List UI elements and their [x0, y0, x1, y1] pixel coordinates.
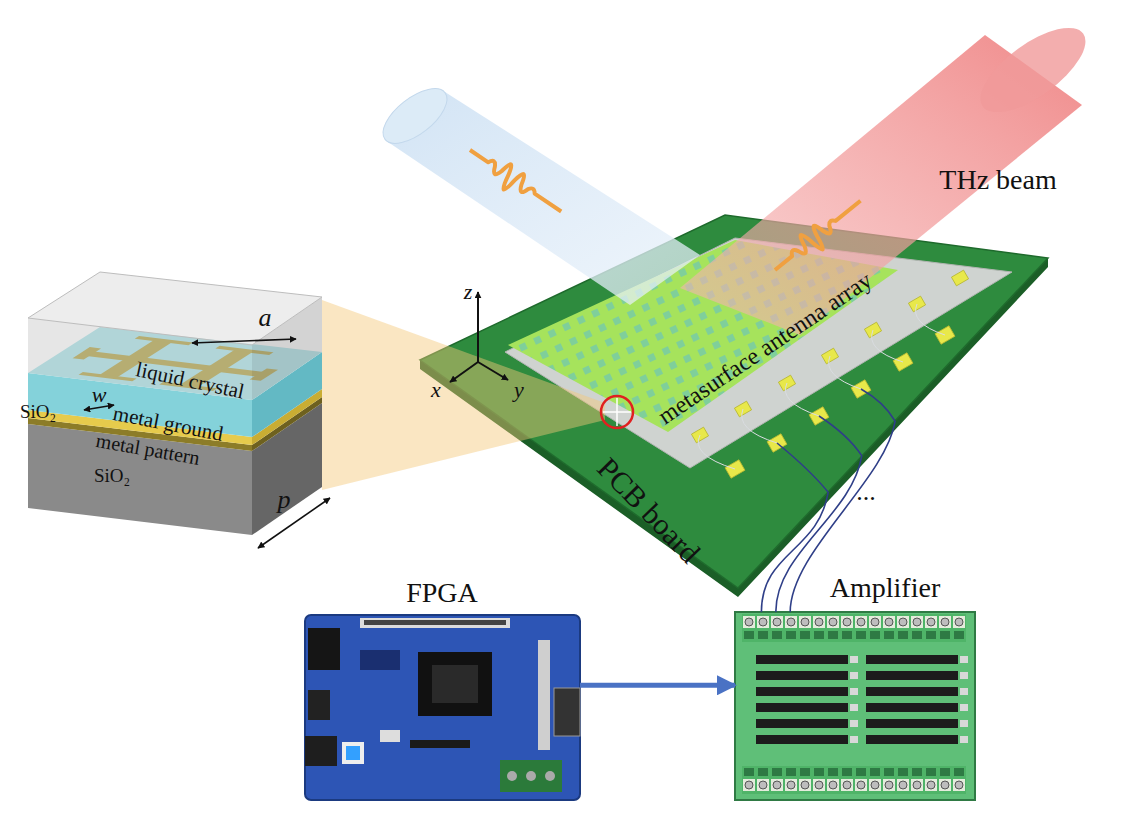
- bond-wire: [698, 435, 735, 469]
- bond-wire: [872, 330, 903, 362]
- amplifier-board: Amplifier: [735, 612, 975, 800]
- metasurface-array: metasurface antenna array: [500, 240, 920, 460]
- axes: [450, 292, 508, 382]
- dimension-label: a: [259, 304, 272, 333]
- cover-top: [28, 272, 322, 345]
- screw: [507, 771, 517, 781]
- pulse-wave: [462, 141, 567, 223]
- ellipsis-mark: ...: [856, 478, 876, 507]
- connector: [308, 690, 330, 720]
- serial-port: [554, 688, 580, 736]
- component: [360, 650, 400, 670]
- beam-label: THz beam: [939, 165, 1056, 196]
- signal-wire: [761, 492, 828, 612]
- fpga-chip: [418, 652, 492, 716]
- node-label: PCB board: [591, 451, 707, 569]
- fpga-board: FPGA: [305, 615, 580, 800]
- pad-lead: [777, 443, 828, 492]
- layer-label: SiO₂: [94, 466, 130, 487]
- bond-wire: [829, 356, 861, 389]
- unit-cell: [28, 272, 330, 548]
- pulse-wave: [768, 192, 869, 281]
- pad-lead: [819, 416, 862, 456]
- flow-arrow: [580, 683, 735, 688]
- component: [380, 730, 400, 742]
- zoom-fan: [322, 300, 605, 490]
- screw: [526, 771, 536, 781]
- terminal-strip: [742, 766, 966, 794]
- pad-lead: [861, 389, 895, 421]
- screw: [545, 771, 555, 781]
- pad-leads: [777, 389, 895, 492]
- component: [410, 740, 470, 748]
- connector: [308, 628, 340, 670]
- axis-x: [450, 362, 478, 382]
- cell-highlight: [601, 396, 633, 428]
- button: [346, 746, 360, 760]
- bond-wire: [916, 304, 945, 335]
- beam-cap: [968, 13, 1099, 128]
- bond-wire: [742, 409, 777, 443]
- fpga-chip: [432, 665, 478, 703]
- layer-label: SiO₂: [20, 402, 56, 423]
- amplifier-illustration: [735, 612, 975, 800]
- pad: [951, 270, 968, 286]
- pin-header: [360, 618, 510, 628]
- fpga-illustration: [305, 615, 580, 800]
- pin-header: [364, 620, 506, 625]
- bond-wires: [698, 304, 945, 469]
- dimension-arrow: [258, 498, 330, 548]
- axis-z: [477, 292, 479, 362]
- amplifier-pcb: [735, 612, 975, 800]
- button: [342, 742, 364, 764]
- layer-label: liquid crystal: [134, 358, 247, 404]
- beam-cap: [374, 78, 456, 153]
- reflected-beam: [680, 13, 1098, 335]
- terminal-block: [500, 760, 562, 792]
- axis-label: y: [514, 378, 524, 402]
- axis-label: x: [431, 378, 441, 402]
- dimension-label: p: [278, 486, 291, 515]
- axis-y: [478, 362, 508, 380]
- cell-mark: [603, 411, 631, 413]
- dimension-arrow: [192, 339, 296, 343]
- node-label: metasurface antenna array: [653, 267, 877, 430]
- incident-beam: [374, 78, 700, 305]
- node-label: Amplifier: [830, 573, 940, 604]
- power-jack: [305, 736, 337, 766]
- axis-label: z: [464, 280, 473, 304]
- fpga-pcb: [305, 615, 580, 800]
- node-label: FPGA: [406, 578, 478, 609]
- bond-wire: [785, 383, 819, 416]
- signal-wire: [776, 456, 862, 612]
- relay-rows: [752, 652, 972, 748]
- terminal-strip: [742, 614, 966, 642]
- dimension-label: w: [92, 383, 107, 407]
- signal-wire: [790, 421, 895, 612]
- pin-header: [538, 640, 550, 750]
